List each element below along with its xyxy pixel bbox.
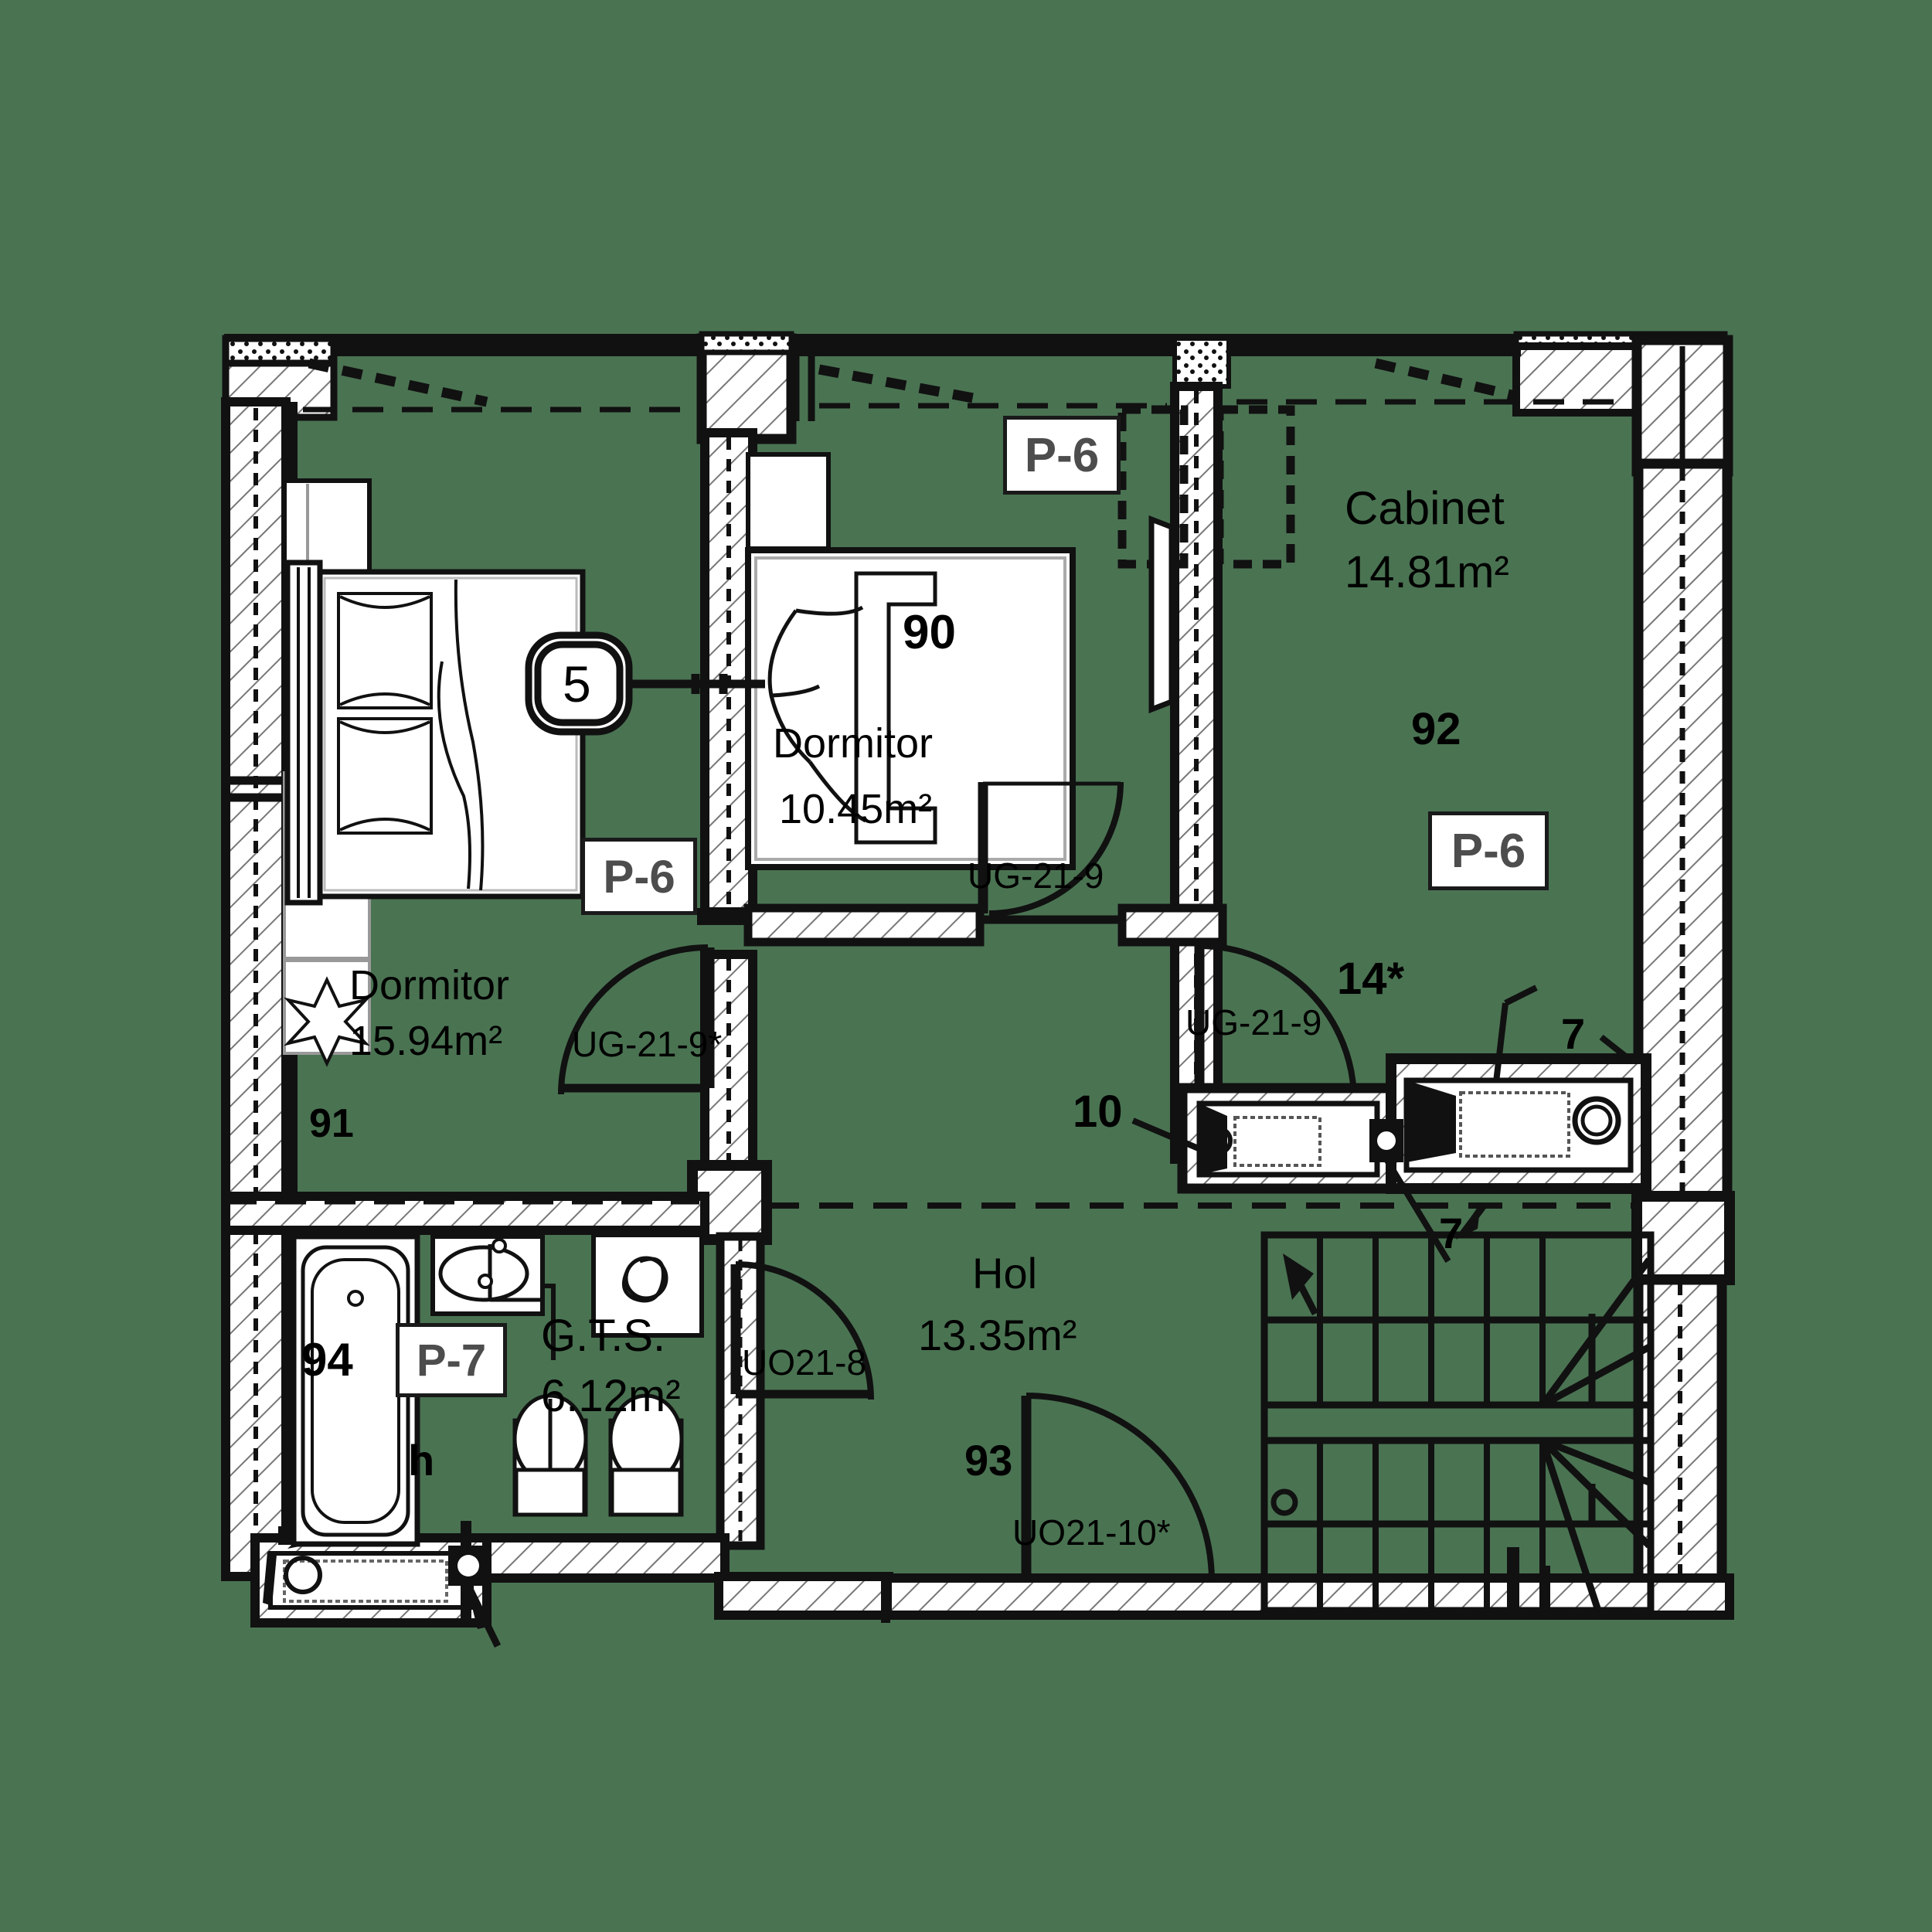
callout-5-bubble [525, 631, 765, 736]
room-label-cabinet-92: Cabinet [1345, 482, 1505, 534]
room-number-92: 92 [1411, 704, 1461, 754]
finish-tag-p6-dormitor-90: P-6 [1003, 416, 1121, 495]
finish-tag-label: P-7 [416, 1335, 487, 1386]
room-number-94: 94 [301, 1334, 353, 1386]
door-code-ug-21-9-b: UG-21-9 [1185, 1002, 1322, 1043]
room-area-hol-93: 13.35m² [918, 1311, 1077, 1359]
room-label-hol-93: Hol [972, 1249, 1038, 1298]
cabinet-92-wardrobe [1117, 405, 1295, 714]
room-area-dormitor-91: 15.94m² [349, 1018, 503, 1064]
bedroom-90-furniture [745, 452, 1076, 870]
room-area-dormitor-90: 10.45m² [779, 786, 933, 832]
door-swings [558, 781, 1357, 1582]
callout-10-label: 10 [1073, 1087, 1123, 1137]
windows [226, 342, 1631, 802]
room-number-93: 93 [964, 1436, 1013, 1485]
callout-h-label: h [408, 1436, 435, 1485]
finish-tag-label: P-6 [603, 850, 675, 903]
callout-7-upper-label: 7 [1561, 1009, 1586, 1058]
room-label-gts-94: G.T.S. [541, 1311, 666, 1361]
finish-tag-p7-gts-94: P-7 [396, 1323, 507, 1397]
room-number-90: 90 [903, 606, 956, 659]
room-area-cabinet-92: 14.81m² [1345, 547, 1509, 597]
door-code-ug-21-9-star: UG-21-9* [572, 1024, 723, 1064]
finish-tag-p6-cabinet-92: P-6 [1428, 811, 1549, 890]
room-label-dormitor-90: Dormitor [773, 720, 934, 767]
door-code-uo21-8: UO21-8 [742, 1342, 867, 1383]
bedroom-91-furniture [282, 478, 586, 1067]
finish-tag-label: P-6 [1451, 824, 1526, 878]
room-number-91: 91 [309, 1101, 354, 1146]
staircase [1260, 1202, 1655, 1614]
door-code-uo21-10-star: UO21-10* [1012, 1512, 1171, 1553]
callout-14-label: 14* [1337, 954, 1405, 1004]
room-label-dormitor-91: Dormitor [349, 962, 510, 1009]
finish-tag-p6-dormitor-91: P-6 [581, 838, 697, 915]
callout-5-label: 5 [563, 655, 591, 713]
finish-tag-label: P-6 [1024, 428, 1100, 482]
room-area-gts-94: 6.12m² [541, 1371, 681, 1421]
callout-7-lower-label: 7 [1439, 1209, 1464, 1257]
hall-niche-boxes [1131, 985, 1651, 1264]
door-code-ug-21-9-a: UG-21-9 [968, 855, 1104, 896]
